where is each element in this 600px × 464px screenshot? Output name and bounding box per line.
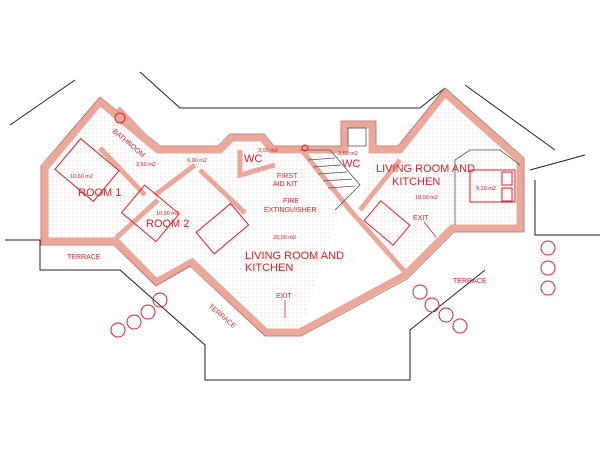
terrace-left-label: TERRACE — [67, 254, 101, 261]
building-walls — [40, 87, 525, 337]
wc2-area: 3,60 m2 — [338, 151, 358, 157]
site-boundary-lines — [5, 71, 600, 381]
exit-center-label: EXIT — [276, 293, 292, 300]
wc2-label: WC — [342, 158, 360, 170]
fire-extinguisher-label-1: FIRE — [283, 198, 299, 205]
hall-area: 6,00 m2 — [187, 158, 207, 164]
trees — [110, 240, 556, 338]
first-aid-kit-label-1: FIRST — [277, 173, 298, 180]
exit-right-arrow — [423, 221, 437, 238]
terrace-right-label: TERRACE — [453, 278, 487, 285]
staircase — [300, 127, 367, 211]
bedroom3-area: 9,20 m2 — [476, 186, 496, 192]
room2-label: ROOM 2 — [146, 218, 189, 230]
wc1-area: 3,00 m2 — [258, 148, 278, 154]
living1-label-2: KITCHEN — [245, 262, 293, 274]
exit-right-label: EXIT — [413, 215, 429, 222]
room1-area: 10,60 m2 — [70, 174, 93, 180]
bathroom-area: 3,50 m2 — [136, 162, 156, 168]
room2-area: 10,00 m2 — [156, 211, 179, 217]
furniture — [54, 112, 516, 255]
terrace-bottom-label: TERRACE — [207, 303, 237, 330]
living2-area: 18,00 m2 — [415, 195, 438, 201]
living2-label-2: KITCHEN — [392, 176, 440, 188]
first-aid-kit-label-2: AID KIT — [273, 181, 298, 188]
living1-label-1: LIVING ROOM AND — [245, 250, 344, 262]
room1-label: ROOM 1 — [78, 187, 121, 199]
living2-label-1: LIVING ROOM AND — [376, 163, 475, 175]
floor-areas — [48, 97, 516, 330]
living1-area: 28,00 m2 — [273, 235, 296, 241]
fire-extinguisher-label-2: EXTINGUISHER — [264, 207, 317, 214]
wc1-label: WC — [244, 153, 262, 165]
